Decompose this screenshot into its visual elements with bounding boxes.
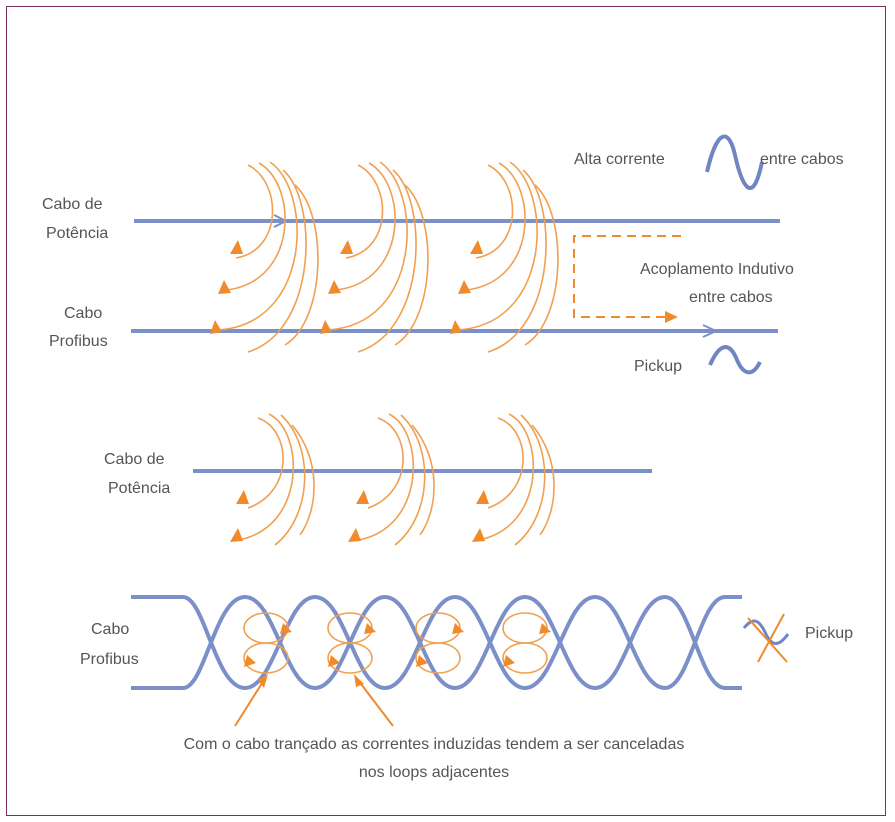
- pickup-canceled-wave-icon: [742, 619, 790, 645]
- profibus-end-arrow: [702, 324, 719, 338]
- between-cables-label: entre cabos: [760, 151, 844, 168]
- coupling-label-2: entre cabos: [689, 289, 773, 306]
- caption-line-1: Com o cabo trançado as correntes induzid…: [184, 736, 685, 753]
- cancel-cross-2: [757, 613, 785, 663]
- bottom-profibus-label: Cabo: [91, 621, 129, 638]
- field-loops-4: [237, 413, 315, 546]
- top-profibus-label: Cabo: [64, 305, 102, 322]
- coupling-dashed-arrow: [573, 235, 681, 318]
- high-current-wave-icon: [705, 134, 764, 190]
- coupling-label-1: Acoplamento Indutivo: [640, 261, 794, 278]
- top-power-cable-label: Cabo de: [42, 196, 103, 213]
- caption-pointer-1-head: [258, 674, 268, 688]
- cancel-cross-1: [747, 617, 788, 663]
- field-loops-6: [477, 413, 555, 546]
- induced-loops: [243, 612, 548, 674]
- field-loops-1: [215, 161, 319, 353]
- coupling-arrowhead: [665, 311, 678, 323]
- field-loops-5: [357, 413, 435, 546]
- caption-pointer-2-head: [354, 674, 364, 687]
- top-section: Cabo de Potência Cabo Profibus Alta corr…: [42, 134, 844, 375]
- pickup-bottom-label: Pickup: [805, 625, 853, 642]
- field-loops-3: [455, 161, 559, 353]
- bottom-power-cable-label: Cabo de: [104, 451, 165, 468]
- diagram-frame: [6, 6, 886, 816]
- field-arrowheads-middle: [230, 490, 489, 542]
- caption-line-2: nos loops adjacentes: [359, 764, 509, 781]
- top-power-cable-label-2: Potência: [46, 225, 108, 242]
- bottom-section: Cabo Profibus Pickup Com o cabo trançado…: [80, 594, 853, 781]
- field-loops-2: [325, 161, 429, 353]
- caption-pointer-1: [234, 679, 265, 727]
- twisted-pair-cable: [131, 594, 742, 691]
- bottom-profibus-label-2: Profibus: [80, 651, 139, 668]
- top-profibus-label-2: Profibus: [49, 333, 108, 350]
- field-arrowheads-top: [210, 240, 483, 334]
- high-current-label: Alta corrente: [574, 151, 665, 168]
- bottom-power-cable-label-2: Potência: [108, 480, 170, 497]
- pickup-top-label: Pickup: [634, 358, 682, 375]
- pickup-wave-icon: [708, 345, 762, 375]
- middle-section: Cabo de Potência: [104, 413, 652, 546]
- power-cable-mid-arrow: [273, 214, 289, 228]
- caption-pointer-2: [357, 679, 394, 727]
- induced-loop-arrowheads: [244, 623, 551, 667]
